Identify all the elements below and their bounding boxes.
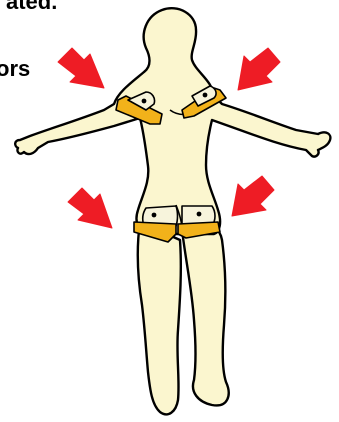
left-leg [138,222,181,414]
sensor-dot-icon [197,212,202,217]
sensor-dot-icon [142,99,147,104]
sensor-dot-icon [152,213,157,218]
right-leg [182,222,229,405]
arrow-left-shoulder-icon [58,48,104,88]
arrow-right-shoulder-icon [238,48,280,90]
sensor-right-hip [178,206,220,238]
sensor-dot-icon [203,93,208,98]
torso [15,8,330,234]
arrow-right-hip-icon [232,176,274,216]
arrow-left-hip-icon [68,188,112,228]
